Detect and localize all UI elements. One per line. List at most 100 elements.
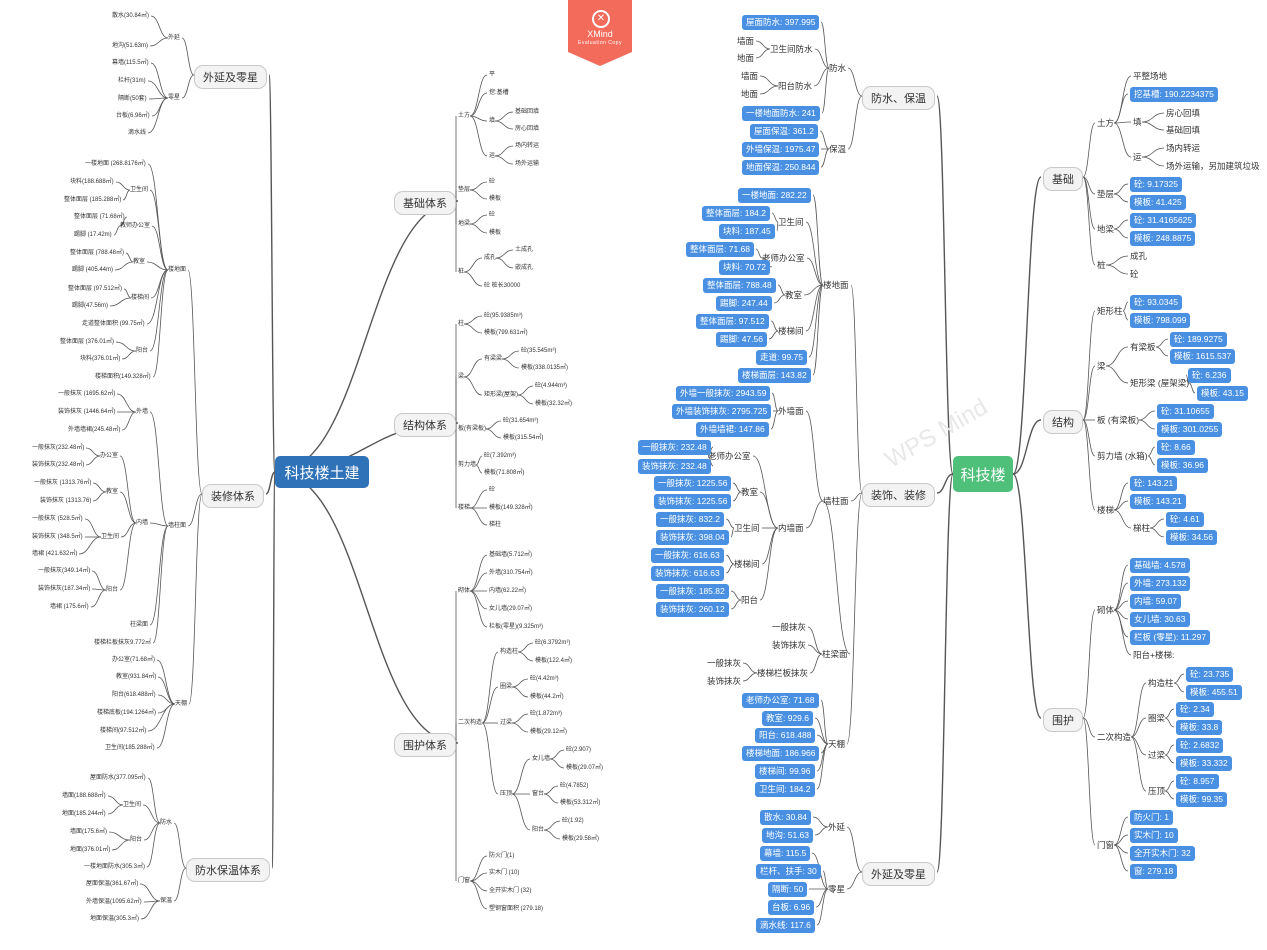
right-main-topic[interactable]: 基础 [1043, 167, 1083, 191]
topic-label[interactable]: 窗台 [532, 791, 545, 797]
value-tag[interactable]: 整体面层: 97.512 [696, 314, 769, 329]
topic-label[interactable]: 天棚 [175, 701, 188, 707]
value-tag[interactable]: 砼: 93.0345 [1130, 295, 1182, 310]
topic-label[interactable]: 楼梯间 [131, 295, 150, 301]
value-tag[interactable]: 楼梯间: 99.96 [755, 764, 815, 779]
topic-label[interactable]: 楼梯 [458, 505, 471, 511]
value-tag[interactable]: 栏板 (零星): 11.297 [1130, 630, 1211, 645]
value-tag[interactable]: 砼: 9.17325 [1130, 177, 1182, 192]
topic-label[interactable]: 垫层 [458, 187, 471, 193]
value-tag[interactable]: 装饰抹灰: 398.04 [656, 530, 729, 545]
topic-label[interactable]: 构造柱 [1148, 678, 1174, 688]
topic-label[interactable]: 女儿墙 [532, 756, 551, 762]
value-tag[interactable]: 模板: 33.332 [1176, 756, 1232, 771]
topic-label[interactable]: 卫生间 [734, 523, 760, 533]
topic-label[interactable]: 外延 [168, 35, 181, 41]
left-main-topic[interactable]: 防水保温体系 [186, 858, 270, 882]
topic-label[interactable]: 地面保温(305.3㎡) [90, 916, 140, 922]
topic-label[interactable]: 一般抹灰(232.48㎡) [32, 445, 85, 451]
topic-label[interactable]: 一般抹灰 [772, 622, 807, 632]
topic-label[interactable]: 楼梯间 [778, 326, 804, 336]
topic-label[interactable]: 整体面层 (376.01㎡) [60, 339, 115, 345]
value-tag[interactable]: 装饰抹灰: 232.48 [638, 459, 711, 474]
topic-label[interactable]: 实木门 (10) [489, 870, 520, 876]
topic-label[interactable]: 屋面保温(361.67㎡) [86, 881, 139, 887]
value-tag[interactable]: 模板: 34.56 [1166, 530, 1217, 545]
topic-label[interactable]: 地面(185.244㎡) [62, 811, 106, 817]
left-main-topic[interactable]: 基础体系 [394, 191, 456, 215]
topic-label[interactable]: 砼(95.9385m³) [484, 313, 523, 319]
value-tag[interactable]: 模板: 41.425 [1130, 195, 1186, 210]
topic-label[interactable]: 挖:基槽 [489, 90, 509, 96]
value-tag[interactable]: 滴水线: 117.6 [756, 918, 815, 933]
topic-label[interactable]: 阳台 [136, 348, 149, 354]
topic-label[interactable]: 隔断(50套) [118, 96, 147, 102]
topic-label[interactable]: 办公室(71.68㎡) [112, 657, 156, 663]
value-tag[interactable]: 走道: 99.75 [756, 350, 807, 365]
value-tag[interactable]: 外墙装饰抹灰: 2795.725 [672, 404, 772, 419]
topic-label[interactable]: 模板(315.54㎡) [503, 435, 544, 441]
topic-label[interactable]: 模板(149.328㎡) [489, 505, 533, 511]
topic-label[interactable]: 外延 [828, 822, 846, 832]
value-tag[interactable]: 模板: 1615.537 [1170, 349, 1236, 364]
topic-label[interactable]: 楼梯底板(194.1264㎡) [97, 710, 157, 716]
topic-label[interactable]: 砼(4.42m³) [530, 676, 559, 682]
topic-label[interactable]: 梯柱 [489, 522, 502, 528]
value-tag[interactable]: 砼: 8.957 [1176, 774, 1219, 789]
value-tag[interactable]: 栏杆、扶手: 30 [756, 864, 821, 879]
value-tag[interactable]: 女儿墙: 30.63 [1130, 612, 1190, 627]
topic-label[interactable]: 土方 [458, 113, 471, 119]
topic-label[interactable]: 剪力墙 (水箱) [1097, 451, 1148, 461]
topic-label[interactable]: 运 [489, 153, 496, 159]
topic-label[interactable]: 保温 [160, 898, 173, 904]
topic-label[interactable]: 装饰抹灰 (348.5㎡) [32, 534, 83, 540]
topic-label[interactable]: 填 [1133, 117, 1142, 127]
topic-label[interactable]: 砼(1.872m³) [530, 711, 563, 717]
topic-label[interactable]: 成孔 [484, 255, 497, 261]
topic-label[interactable]: 垫层 [1097, 189, 1115, 199]
topic-label[interactable]: 成孔 [1130, 251, 1148, 261]
left-main-topic[interactable]: 外延及零星 [194, 65, 267, 89]
value-tag[interactable]: 砼: 2.6832 [1176, 738, 1224, 753]
topic-label[interactable]: 板 (有梁板) [1097, 415, 1140, 425]
topic-label[interactable]: 楼地面 [823, 280, 849, 290]
right-root-topic[interactable]: 科技楼 [953, 456, 1013, 492]
topic-label[interactable]: 卫生间 [130, 187, 149, 193]
topic-label[interactable]: 外墙面 [778, 406, 804, 416]
topic-label[interactable]: 天棚 [828, 739, 846, 749]
topic-label[interactable]: 栏板(零星)(9.325m³) [489, 624, 544, 630]
topic-label[interactable]: 构造柱 [500, 649, 519, 655]
left-main-topic[interactable]: 装修体系 [202, 484, 264, 508]
topic-label[interactable]: 卫生间 [778, 217, 804, 227]
topic-label[interactable]: 砼(1.92) [562, 818, 584, 824]
topic-label[interactable]: 踢脚(47.56m) [72, 303, 109, 309]
topic-label[interactable]: 模板(44.2㎡) [530, 694, 564, 700]
topic-label[interactable]: 内墙(62.22㎡) [489, 588, 527, 594]
topic-label[interactable]: 模板(29.07㎡) [566, 765, 604, 771]
value-tag[interactable]: 外墙: 273.132 [1130, 576, 1191, 591]
topic-label[interactable]: 教室 [106, 489, 119, 495]
topic-label[interactable]: 砼 [489, 212, 496, 218]
value-tag[interactable]: 地面保温: 250.844 [742, 160, 820, 175]
topic-label[interactable]: 砼(2.907) [566, 747, 592, 753]
topic-label[interactable]: 块料(188.688㎡) [70, 179, 114, 185]
topic-label[interactable]: 模板(53.312㎡) [560, 800, 601, 806]
value-tag[interactable]: 模板: 99.35 [1176, 792, 1227, 807]
topic-label[interactable]: 嵌成孔 [515, 265, 534, 271]
topic-label[interactable]: 教室 [785, 290, 803, 300]
value-tag[interactable]: 屋面防水: 397.995 [742, 15, 820, 30]
value-tag[interactable]: 幕墙: 115.5 [760, 846, 811, 861]
topic-label[interactable]: 房心回填 [515, 126, 540, 132]
topic-label[interactable]: 砌体 [1097, 605, 1115, 615]
topic-label[interactable]: 防水 [160, 820, 173, 826]
topic-label[interactable]: 全开实木门 (32) [489, 888, 532, 894]
value-tag[interactable]: 一般抹灰: 1225.56 [654, 476, 732, 491]
topic-label[interactable]: 门窗 [458, 878, 471, 884]
topic-label[interactable]: 墙柱面 [168, 523, 187, 529]
topic-label[interactable]: 整体面层 (185.288㎡) [64, 197, 122, 203]
topic-label[interactable]: 一般抹灰 (528.5㎡) [32, 516, 83, 522]
topic-label[interactable]: 防火门(1) [489, 853, 515, 859]
value-tag[interactable]: 模板: 248.8875 [1130, 231, 1196, 246]
value-tag[interactable]: 砼: 189.9275 [1170, 332, 1227, 347]
value-tag[interactable]: 实木门: 10 [1130, 828, 1178, 843]
